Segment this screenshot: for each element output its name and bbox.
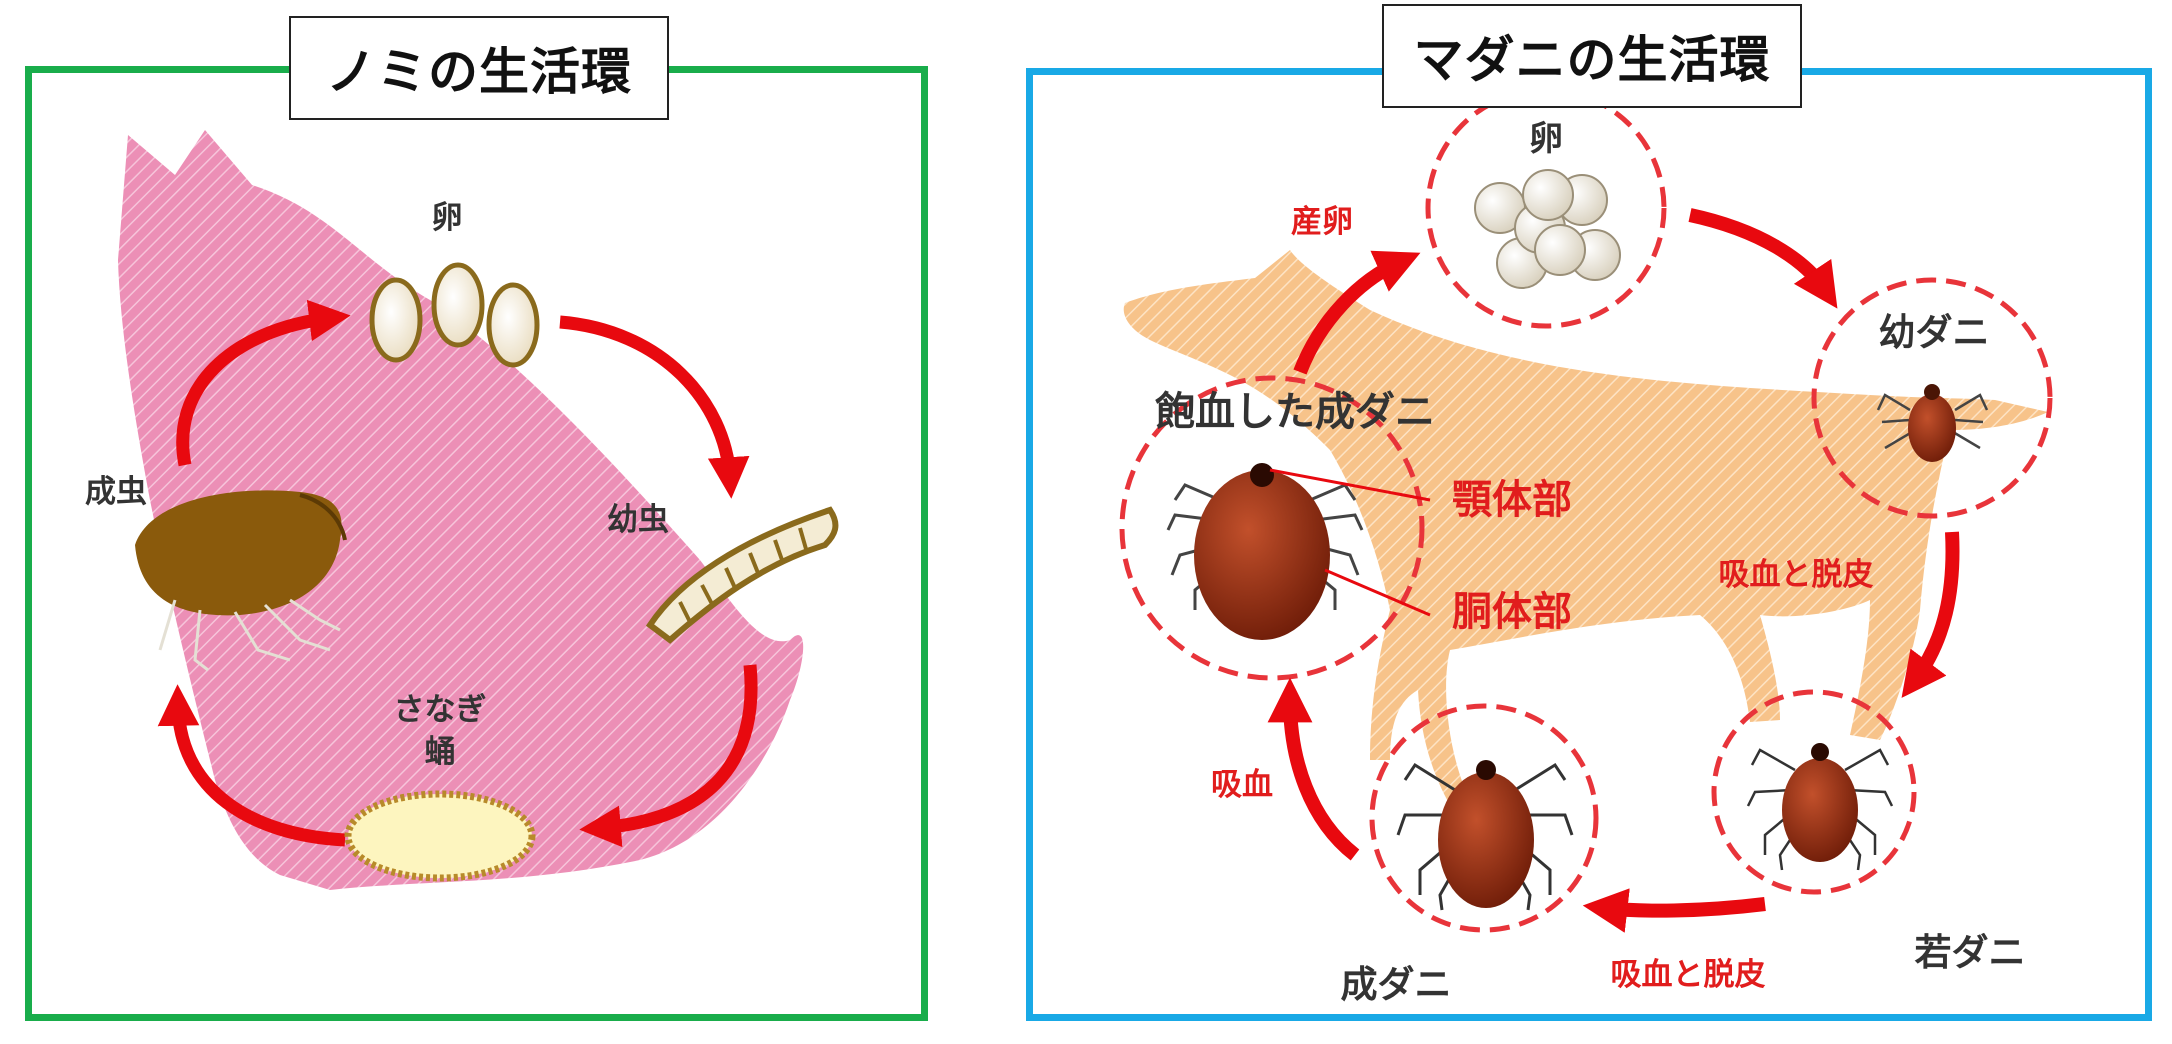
engorged-adult-label: 飽血した成ダニ — [1155, 389, 1435, 435]
idiosoma-label: 胴体部 — [1452, 589, 1572, 635]
flea-larva-label: 幼虫 — [607, 502, 669, 538]
feed-molt-label-2: 吸血と脱皮 — [1611, 957, 1766, 993]
dog-silhouette — [1123, 250, 2048, 805]
idiosoma-pointer — [1324, 568, 1431, 617]
flea-eggs-icon — [369, 262, 540, 368]
tick-larva-label: 幼ダニ — [1879, 311, 1990, 354]
tick-lifecycle-panel — [1026, 68, 2152, 1021]
tick-adult-label: 成ダニ — [1341, 963, 1452, 1006]
feed-label: 吸血 — [1211, 767, 1273, 803]
tick-arrow-nymph-to-adult — [1582, 888, 1766, 933]
tick-larva-icon — [1876, 384, 1989, 462]
flea-lifecycle-title: ノミの生活環 — [289, 16, 669, 120]
flea-arrow-pupa-to-adult — [157, 684, 346, 847]
tick-engorged-circle — [1119, 375, 1425, 681]
flea-arrow-larva-to-pupa — [579, 664, 758, 848]
flea-adult-label: 成虫 — [85, 474, 147, 510]
tick-nymph-icon — [1746, 743, 1894, 871]
tick-nymph-label: 若ダニ — [1915, 931, 2026, 974]
tick-arrow-oviposition — [1293, 250, 1421, 375]
tick-adult-circle — [1369, 703, 1599, 933]
tick-egg-label: 卵 — [1529, 119, 1563, 159]
flea-pupa-label: 蛹 — [425, 734, 456, 770]
tick-arrow-adult-to-engorged — [1267, 677, 1360, 861]
tick-lifecycle-title: マダニの生活環 — [1382, 4, 1802, 108]
oviposition-label: 産卵 — [1291, 204, 1353, 240]
tick-eggs-icon — [1474, 169, 1621, 289]
tick-arrow-larva-to-nymph — [1901, 531, 1960, 698]
tick-adult-icon — [1396, 760, 1574, 911]
flea-pupa-icon — [344, 790, 536, 882]
flea-egg-label: 卵 — [432, 200, 463, 236]
capitulum-pointer — [1269, 468, 1431, 502]
feed-molt-label-1: 吸血と脱皮 — [1719, 557, 1874, 593]
tick-arrow-egg-to-larva — [1688, 208, 1838, 309]
flea-pupa-kana-label: さなぎ — [394, 692, 487, 728]
flea-larva-icon — [645, 506, 839, 644]
capitulum-label: 顎体部 — [1452, 477, 1572, 523]
flea-arrow-adult-to-egg — [176, 299, 351, 467]
tick-larva-circle — [1811, 277, 2053, 519]
flea-arrow-egg-to-larva — [559, 315, 750, 499]
tick-nymph-circle — [1711, 689, 1917, 895]
adult-flea-icon — [135, 490, 347, 672]
